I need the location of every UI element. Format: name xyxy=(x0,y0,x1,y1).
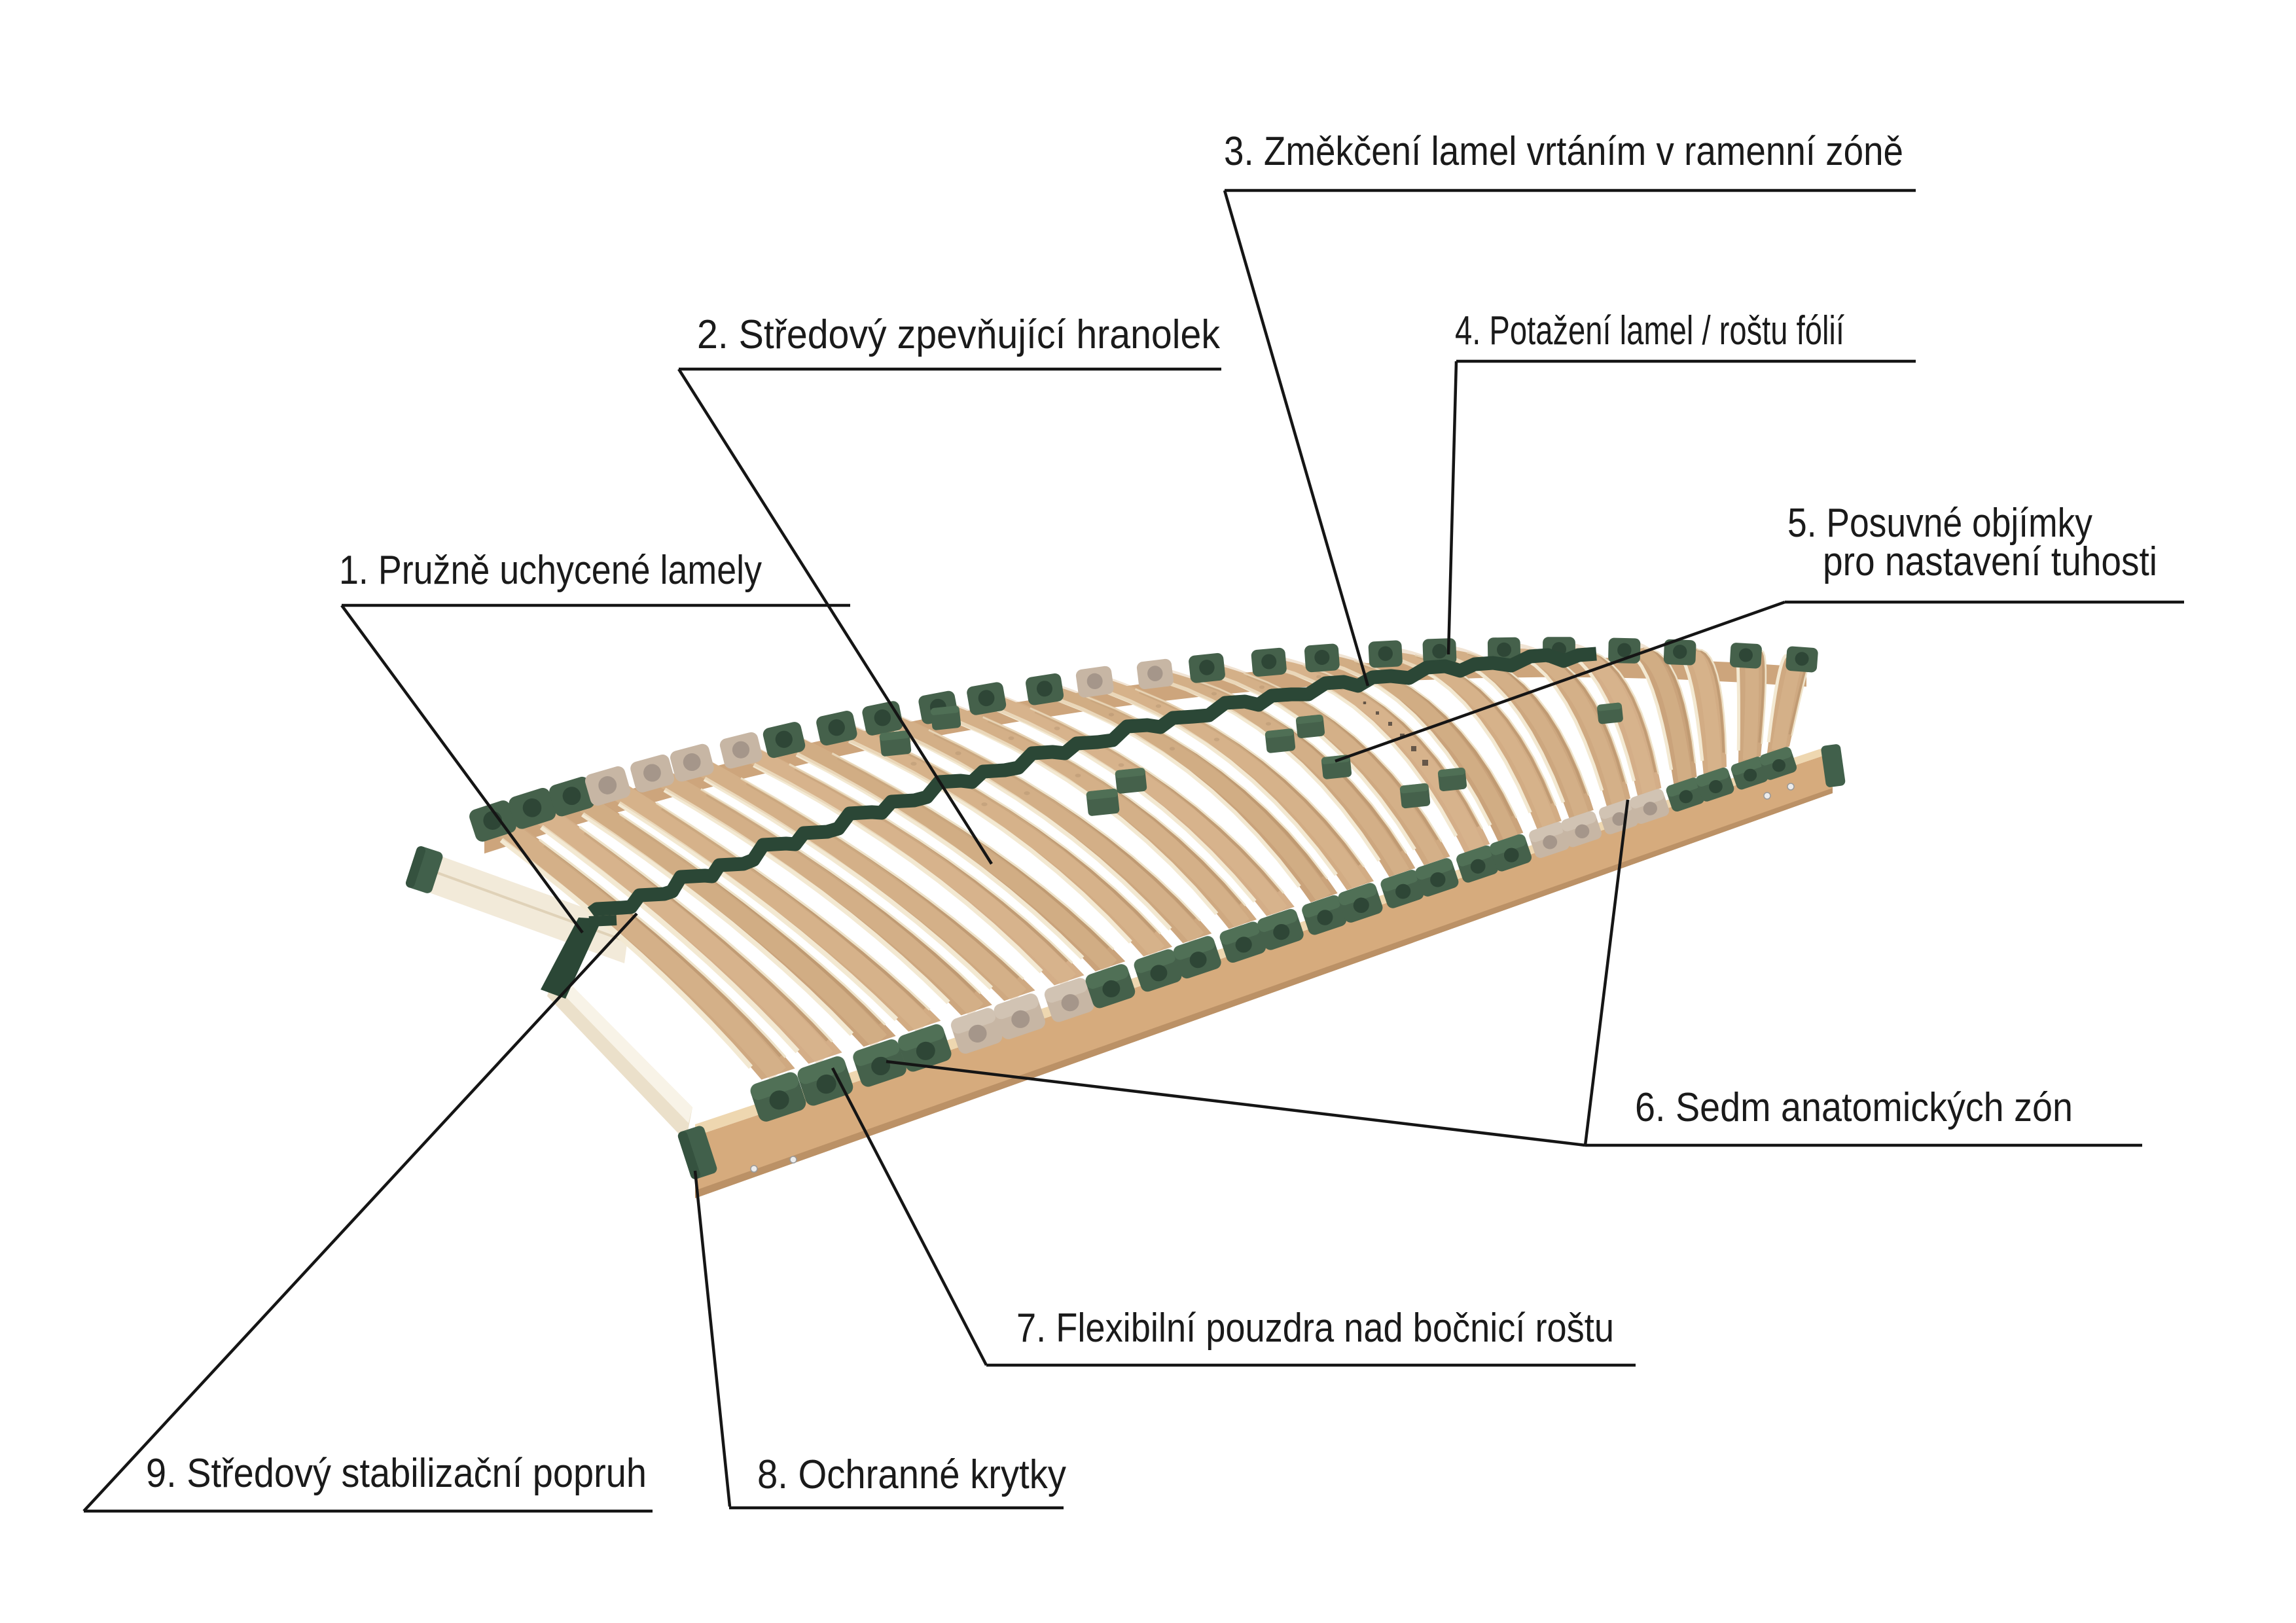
svg-text:4. Potažení lamel / roštu fóli: 4. Potažení lamel / roštu fólií xyxy=(1455,308,1844,353)
svg-text:2. Středový zpevňující hranole: 2. Středový zpevňující hranolek xyxy=(697,312,1221,357)
svg-text:9. Středový stabilizační popr: 9. Středový stabilizační popruh xyxy=(146,1451,647,1496)
svg-text:5. Posuvné objímky: 5. Posuvné objímky xyxy=(1787,501,2092,546)
svg-text:pro nastavení tuhosti: pro nastavení tuhosti xyxy=(1823,539,2157,584)
svg-text:3. Změkčení lamel vrtáním v ra: 3. Změkčení lamel vrtáním v ramenní zóně xyxy=(1224,129,1903,174)
svg-text:6. Sedm anatomických zón: 6. Sedm anatomických zón xyxy=(1635,1085,2073,1130)
svg-text:7. Flexibilní pouzdra nad bočn: 7. Flexibilní pouzdra nad bočnicí roštu xyxy=(1016,1306,1614,1351)
svg-text:1. Pružně uchycené lamely: 1. Pružně uchycené lamely xyxy=(339,548,762,593)
svg-text:8. Ochranné krytky: 8. Ochranné krytky xyxy=(757,1452,1066,1497)
